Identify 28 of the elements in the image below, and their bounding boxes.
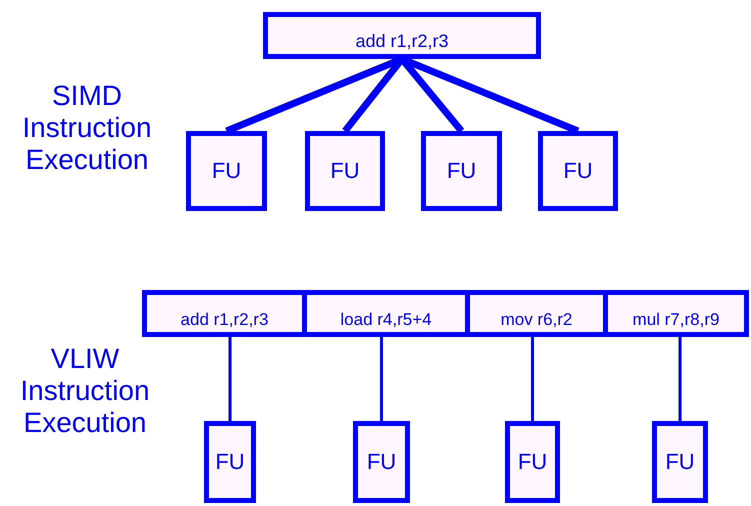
section-label: VLIW Instruction Execution	[19, 343, 151, 439]
instruction-text: FU	[665, 449, 695, 475]
connector-line	[678, 337, 682, 421]
instruction-text: FU	[518, 449, 548, 475]
functional-unit-box	[353, 421, 410, 503]
section-label: SIMD Instruction Execution	[21, 80, 153, 176]
instruction-text: FU	[366, 449, 396, 475]
instruction-box	[263, 12, 541, 59]
functional-unit-box	[538, 131, 618, 211]
functional-unit-box	[186, 131, 267, 211]
instruction-text: mov r6,r2	[500, 310, 572, 330]
functional-unit-box	[421, 131, 502, 211]
instruction-text: mul r7,r8,r9	[632, 310, 720, 330]
instruction-text: FU	[446, 158, 476, 184]
connector-line	[380, 337, 383, 421]
functional-unit-box	[505, 421, 560, 503]
functional-unit-box	[652, 421, 708, 503]
instruction-text: load r4,r5+4	[340, 310, 432, 330]
instruction-text: FU	[330, 158, 360, 184]
instruction-text: FU	[215, 449, 245, 475]
instruction-text: add r1,r2,r3	[180, 310, 268, 330]
functional-unit-box	[204, 421, 256, 503]
instruction-text: FU	[563, 158, 593, 184]
functional-unit-box	[305, 131, 385, 211]
connector-line	[228, 337, 232, 421]
instruction-text: FU	[212, 158, 242, 184]
connector-line	[531, 337, 534, 421]
instruction-text: add r1,r2,r3	[355, 31, 449, 52]
